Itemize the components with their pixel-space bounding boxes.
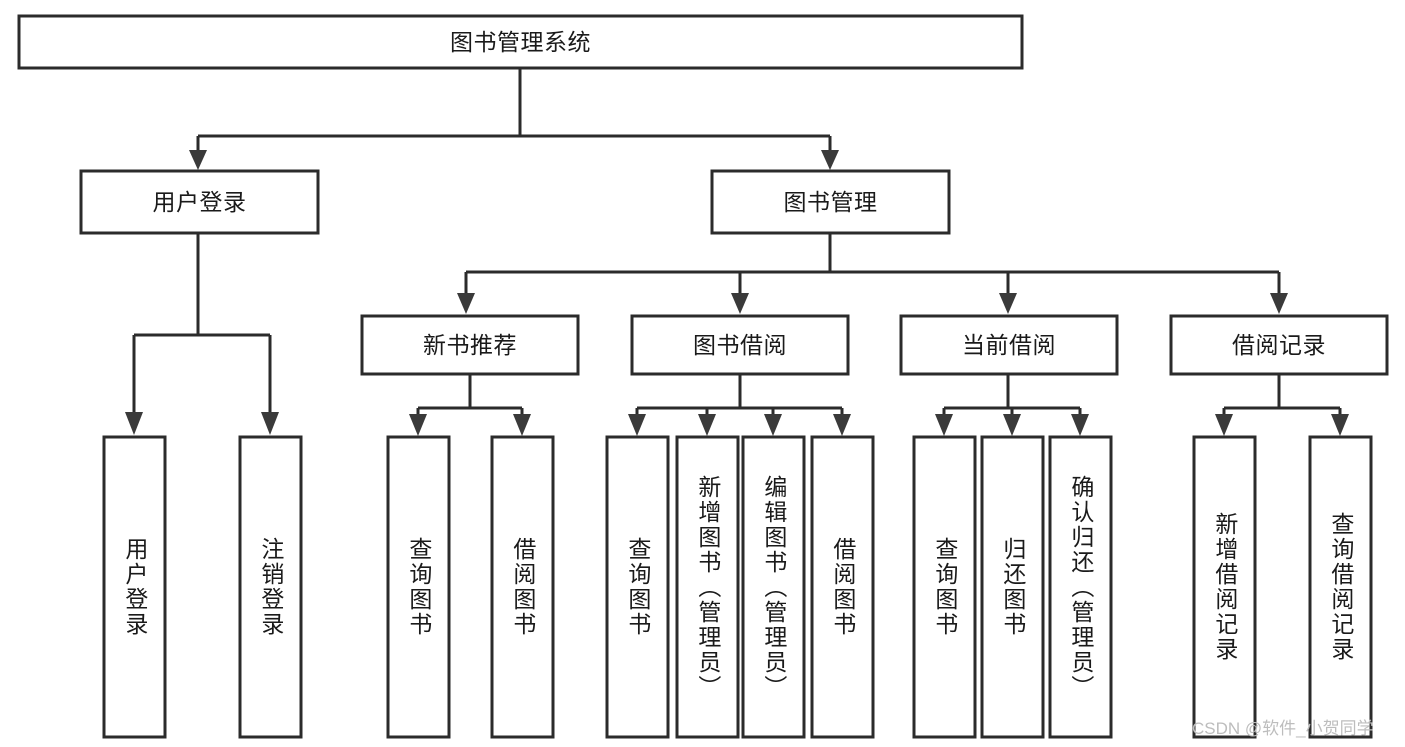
- leaf-box-query-book-3[interactable]: [912, 435, 977, 739]
- node-box-book-borrow[interactable]: [630, 314, 850, 376]
- arrow-head-leaf-borrow-book-2: [833, 414, 851, 436]
- arrow-head-borrow-record: [1270, 293, 1288, 314]
- arrow-head-new-book: [457, 293, 475, 314]
- arrow-head-leaf-add-record: [1215, 414, 1233, 436]
- leaf-box-edit-book[interactable]: [741, 435, 806, 739]
- arrow-head-leaf-query-record: [1331, 414, 1349, 436]
- leaf-box-user-login[interactable]: [102, 435, 167, 739]
- node-box-book-manage[interactable]: [710, 169, 951, 235]
- node-box-current-borrow[interactable]: [899, 314, 1119, 376]
- leaf-box-borrow-book-2[interactable]: [810, 435, 875, 739]
- leaf-box-query-book-2[interactable]: [605, 435, 670, 739]
- arrow-head-leaf-logout: [261, 412, 279, 435]
- leaf-box-add-book[interactable]: [675, 435, 740, 739]
- arrow-head-book-borrow: [731, 293, 749, 314]
- csdn-watermark: CSDN @软件_小贺同学: [1192, 719, 1374, 738]
- arrow-head-leaf-edit-book: [764, 414, 782, 436]
- arrow-head-leaf-query-book-3: [935, 414, 953, 436]
- leaf-box-query-book-1[interactable]: [386, 435, 451, 739]
- arrow-head-leaf-query-book-2: [628, 414, 646, 436]
- arrow-head-leaf-return-book: [1003, 414, 1021, 436]
- arrow-head-user-login: [189, 150, 207, 170]
- node-box-new-book[interactable]: [360, 314, 580, 376]
- leaf-box-query-record[interactable]: [1308, 435, 1373, 739]
- leaf-box-confirm-return[interactable]: [1048, 435, 1113, 739]
- arrow-head-book-manage: [821, 150, 839, 170]
- arrow-head-leaf-borrow-book-1: [513, 414, 531, 436]
- leaf-box-borrow-book-1[interactable]: [490, 435, 555, 739]
- node-box-user-login[interactable]: [79, 169, 320, 235]
- arrow-head-leaf-confirm-return: [1071, 414, 1089, 436]
- leaf-box-add-record[interactable]: [1192, 435, 1257, 739]
- node-box-borrow-record[interactable]: [1169, 314, 1389, 376]
- leaf-box-logout[interactable]: [238, 435, 303, 739]
- arrow-head-leaf-add-book: [698, 414, 716, 436]
- arrow-head-current-borrow: [999, 293, 1017, 314]
- arrow-head-leaf-query-book-1: [409, 414, 427, 436]
- arrow-head-leaf-user-login: [125, 412, 143, 435]
- node-box-root[interactable]: [17, 14, 1024, 70]
- leaf-box-return-book[interactable]: [980, 435, 1045, 739]
